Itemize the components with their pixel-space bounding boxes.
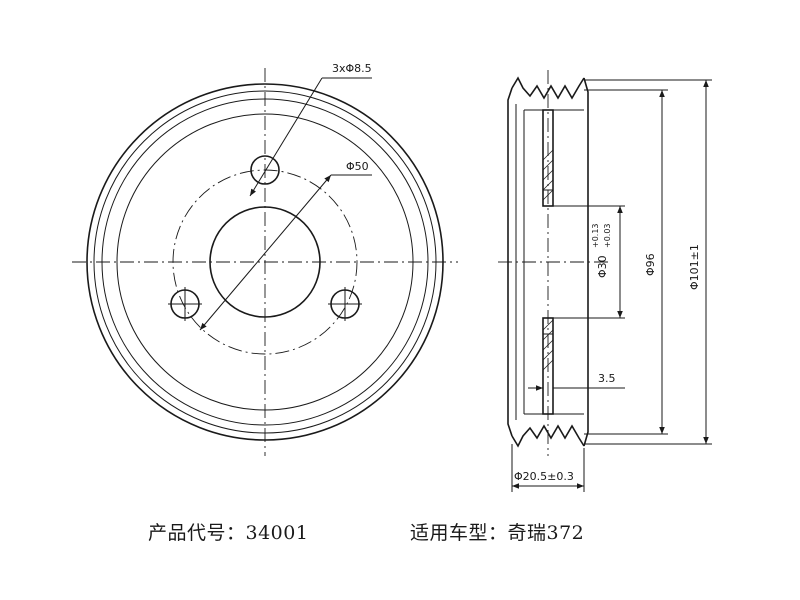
pcd-label: Φ50 bbox=[346, 160, 369, 173]
section-view: Φ30 +0.13 +0.03 Φ96 Φ101±1 3.5 Φ20.5±0.3 bbox=[498, 70, 712, 492]
groove-profile-bottom bbox=[511, 424, 585, 448]
bore-tol-lower: +0.03 bbox=[603, 223, 612, 248]
bore-label: Φ30 bbox=[596, 255, 609, 278]
front-view: 3xΦ8.5 Φ50 bbox=[72, 62, 458, 456]
groove-profile-top bbox=[511, 76, 585, 100]
pcd-dimension-line bbox=[199, 174, 332, 331]
outer-dia-label: Φ101±1 bbox=[688, 244, 701, 290]
hole-leader-line bbox=[249, 77, 323, 197]
groove-dia-label: Φ96 bbox=[644, 253, 657, 276]
vehicle-caption: 适用车型：奇瑞372 bbox=[410, 522, 585, 544]
hole-pattern-label: 3xΦ8.5 bbox=[332, 62, 372, 75]
right-flange bbox=[583, 77, 589, 447]
width-label: Φ20.5±0.3 bbox=[514, 470, 574, 483]
product-code-caption: 产品代号：34001 bbox=[148, 522, 309, 544]
bore-tol-upper: +0.13 bbox=[591, 223, 600, 248]
web-thickness-label: 3.5 bbox=[598, 372, 616, 385]
